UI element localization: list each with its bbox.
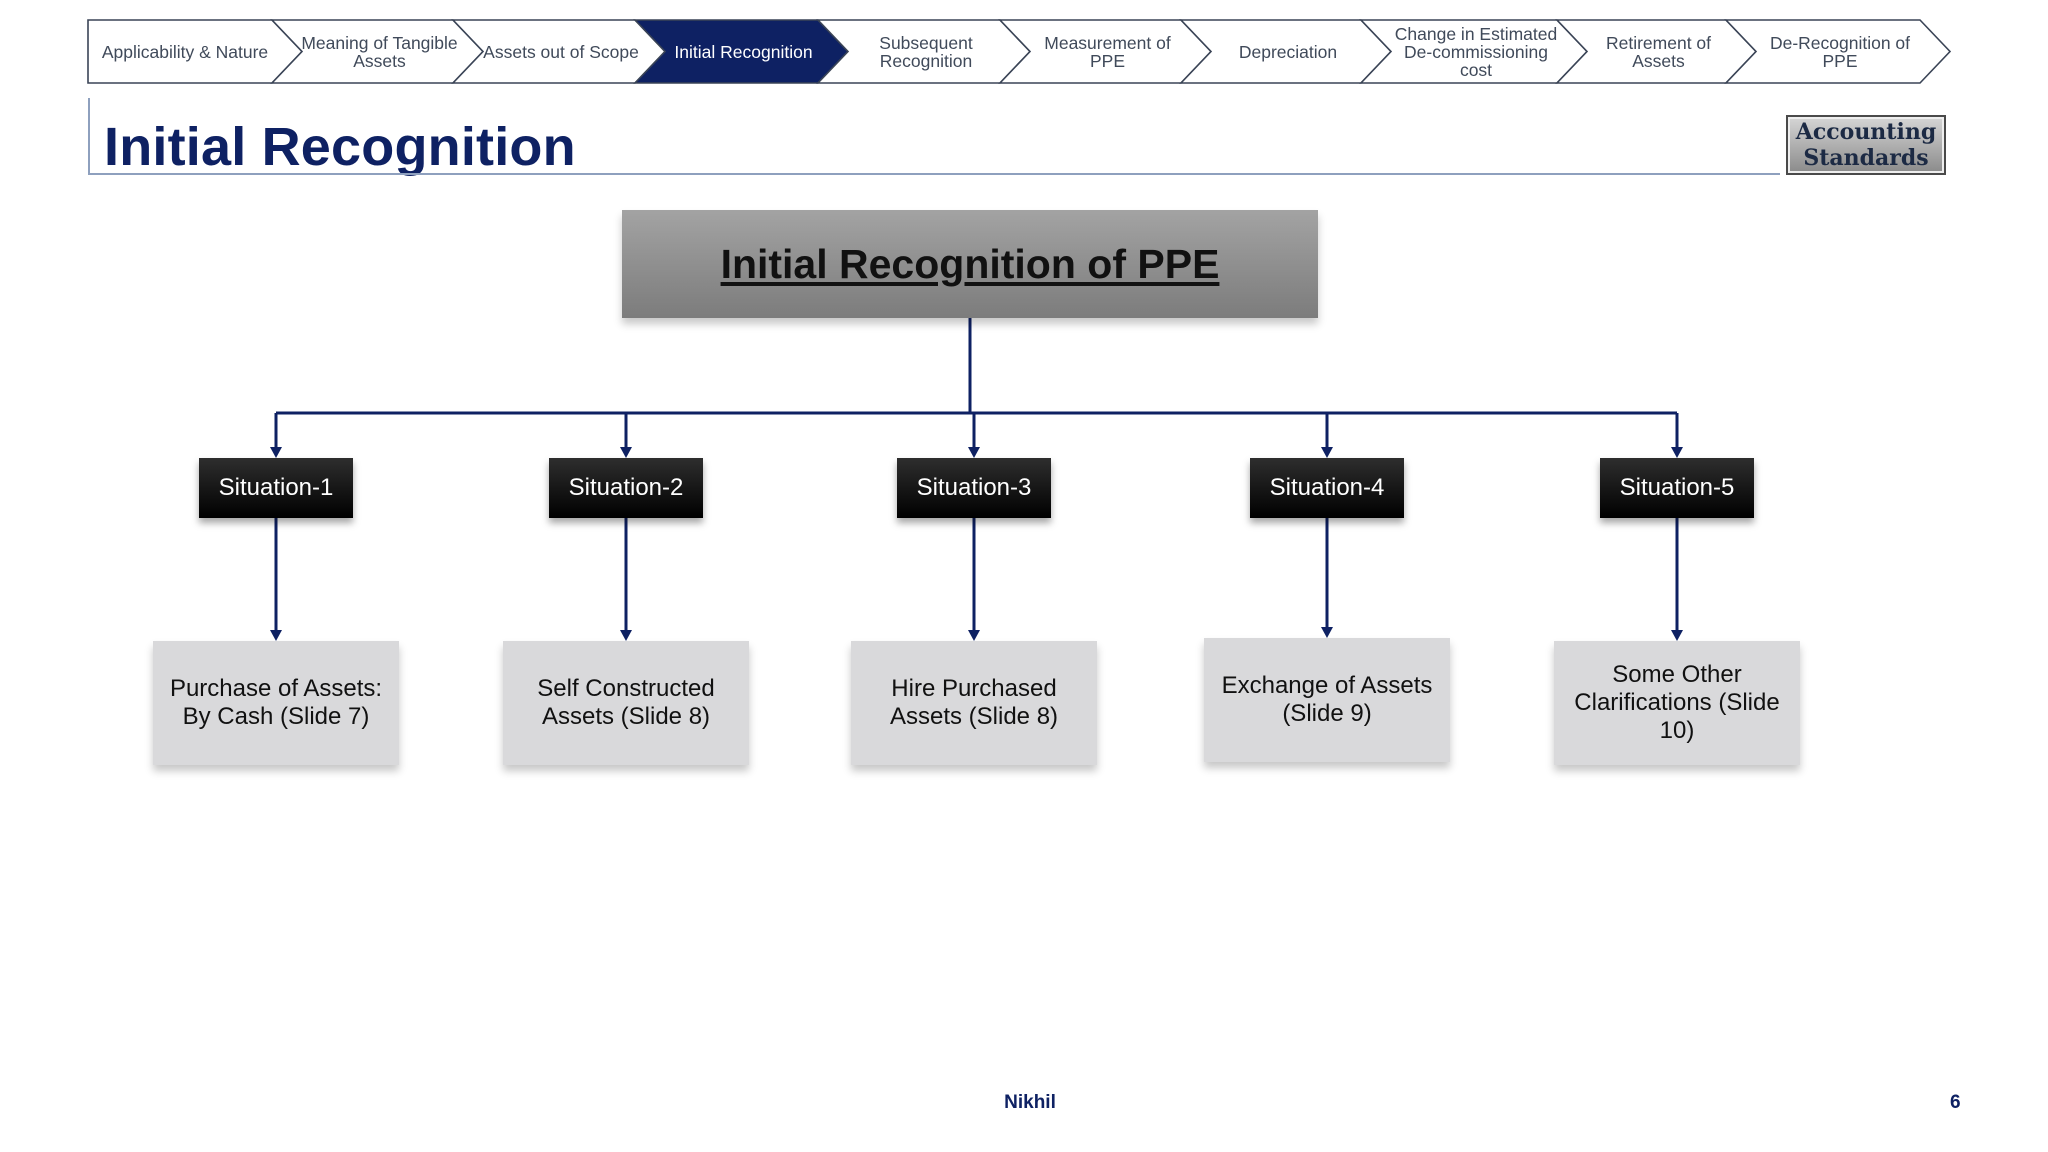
- breadcrumb-step[interactable]: Applicability & Nature: [101, 42, 269, 62]
- outcome-node-1: Purchase of Assets: By Cash (Slide 7): [153, 641, 399, 765]
- outcome-arrowhead: [620, 630, 632, 641]
- page-title: Initial Recognition: [104, 117, 576, 177]
- situation-node-5: Situation-5: [1600, 458, 1754, 518]
- logo-line-1: Accounting: [1795, 119, 1937, 145]
- situation-arrowhead: [968, 447, 980, 458]
- breadcrumb-step[interactable]: De-Recognition of PPE: [1769, 33, 1911, 71]
- breadcrumb-chevrons: [87, 19, 1952, 84]
- process-breadcrumb: Applicability & Nature Meaning of Tangibl…: [0, 0, 2048, 100]
- situation-node-4: Situation-4: [1250, 458, 1404, 518]
- breadcrumb-step[interactable]: Measurement of PPE: [1044, 33, 1171, 71]
- root-node-label: Initial Recognition of PPE: [720, 240, 1220, 287]
- situation-node-1: Situation-1: [199, 458, 353, 518]
- outcome-node-5: Some Other Clarifications (Slide 10): [1554, 641, 1800, 765]
- breadcrumb-step[interactable]: Subsequent Recognition: [879, 33, 973, 71]
- outcome-arrowhead: [270, 630, 282, 641]
- breadcrumb-step[interactable]: Change in Estimated De-commissioning cos…: [1394, 24, 1558, 80]
- outcome-arrowhead: [1671, 630, 1683, 641]
- breadcrumb-chevron[interactable]: [1724, 19, 1952, 84]
- breadcrumb-step[interactable]: Depreciation: [1238, 42, 1338, 62]
- breadcrumb-step[interactable]: Initial Recognition: [674, 42, 813, 62]
- situation-arrowhead: [1321, 447, 1333, 458]
- logo-line-2: Standards: [1803, 145, 1929, 171]
- breadcrumb-step[interactable]: Retirement of Assets: [1605, 33, 1712, 71]
- breadcrumb-step[interactable]: Assets out of Scope: [483, 42, 639, 62]
- breadcrumb-step[interactable]: Meaning of Tangible Assets: [301, 33, 458, 71]
- situation-arrowhead: [1671, 447, 1683, 458]
- situation-node-2: Situation-2: [549, 458, 703, 518]
- situation-arrowhead: [270, 447, 282, 458]
- title-divider: [88, 173, 1780, 175]
- situation-node-3: Situation-3: [897, 458, 1051, 518]
- situation-arrowhead: [620, 447, 632, 458]
- outcome-arrowhead: [1321, 627, 1333, 638]
- outcome-node-2: Self Constructed Assets (Slide 8): [503, 641, 749, 765]
- title-accent-bar: [88, 98, 90, 174]
- outcome-node-3: Hire Purchased Assets (Slide 8): [851, 641, 1097, 765]
- footer-author: Nikhil: [1004, 1092, 1056, 1113]
- page-number: 6: [1950, 1092, 1961, 1113]
- root-node: Initial Recognition of PPE: [622, 210, 1318, 318]
- outcome-arrowhead: [968, 630, 980, 641]
- outcome-node-4: Exchange of Assets (Slide 9): [1204, 638, 1450, 762]
